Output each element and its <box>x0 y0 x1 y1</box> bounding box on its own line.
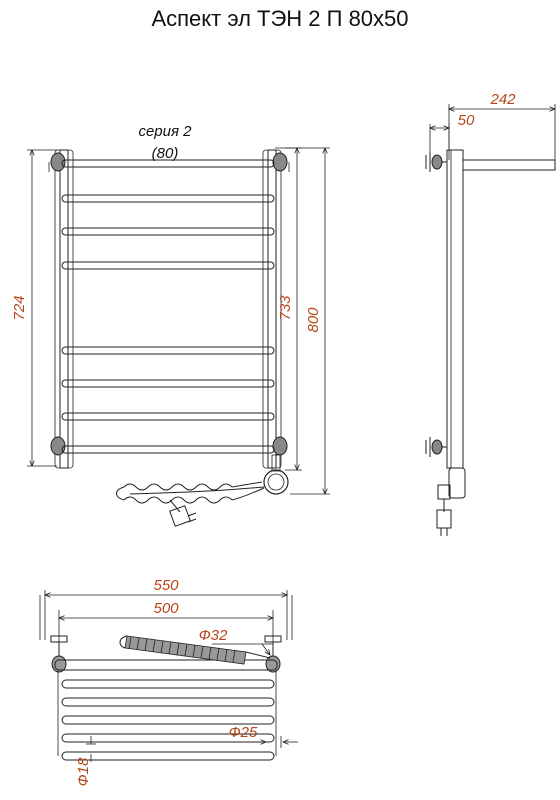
rungs <box>61 159 275 454</box>
dim-800-label: 800 <box>305 307 322 333</box>
dim-50-label: 50 <box>458 112 475 129</box>
dim-733-label: 733 <box>277 295 294 321</box>
heater-coil-top <box>119 635 271 665</box>
drawing-title: Аспект эл ТЭН 2 П 80х50 <box>151 6 409 31</box>
dim-dia32-label: Ф32 <box>199 627 228 644</box>
dim-242: 242 <box>449 91 555 160</box>
dim-724: 724 <box>11 150 57 466</box>
dim-733: 733 <box>275 148 302 470</box>
dim-500-label: 500 <box>153 600 179 617</box>
dim-550: 550 <box>45 577 287 640</box>
series-note-line2: (80) <box>152 145 179 162</box>
dim-dia18: Ф18 <box>75 736 96 786</box>
dim-dia32: Ф32 <box>199 627 273 655</box>
front-view: серия 2 (80) <box>11 123 330 527</box>
dim-dia18-label: Ф18 <box>75 757 92 786</box>
dim-50: 50 <box>430 112 475 152</box>
dim-dia25-label: Ф25 <box>229 724 258 741</box>
dim-724-label: 724 <box>11 295 28 320</box>
side-view: 242 50 <box>425 91 555 536</box>
dim-500: 500 <box>59 600 273 650</box>
top-view: 550 500 <box>39 577 298 786</box>
series-note-line1: серия 2 <box>138 123 192 140</box>
dim-550-label: 550 <box>153 577 179 594</box>
dim-dia25: Ф25 <box>227 724 298 748</box>
dim-242-label: 242 <box>489 91 516 108</box>
dim-800: 800 <box>285 148 330 494</box>
wall-mounts <box>48 152 290 456</box>
heater-element <box>116 454 289 527</box>
